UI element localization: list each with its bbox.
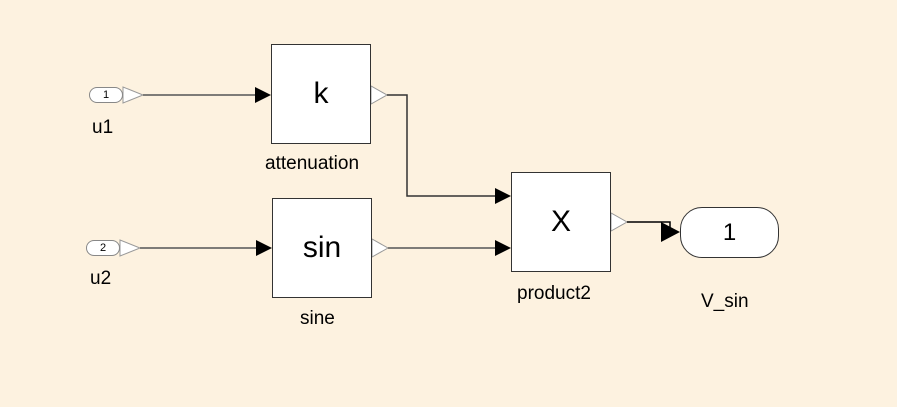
arrowhead-icon bbox=[661, 222, 680, 242]
gain-block-symbol: k bbox=[313, 77, 329, 110]
sine-block[interactable]: sin bbox=[272, 198, 372, 298]
product-block-label: product2 bbox=[517, 283, 591, 304]
inport-2[interactable]: 2 bbox=[86, 240, 120, 256]
sine-output-port-icon bbox=[371, 238, 390, 258]
arrowhead-icon bbox=[256, 240, 272, 256]
line-attenuation-product2[interactable] bbox=[387, 94, 498, 197]
inport-2-label: u2 bbox=[90, 268, 112, 289]
outport-1-number: 1 bbox=[722, 218, 737, 246]
inport-2-port-icon bbox=[119, 239, 142, 257]
inport-1-port-icon bbox=[122, 86, 145, 104]
inport-2-number: 2 bbox=[99, 242, 107, 254]
product-block-symbol: X bbox=[550, 205, 571, 238]
inport-1-label: u1 bbox=[92, 117, 114, 138]
gain-block-label: attenuation bbox=[265, 153, 360, 174]
product-block[interactable]: X bbox=[511, 172, 611, 272]
arrowhead-icon bbox=[255, 87, 271, 103]
inport-1-number: 1 bbox=[102, 89, 110, 101]
product2-output-port-icon bbox=[610, 212, 629, 232]
gain-block-attenuation[interactable]: k bbox=[271, 44, 371, 144]
attenuation-output-port-icon bbox=[370, 85, 389, 105]
sine-block-label: sine bbox=[300, 308, 335, 329]
arrowhead-icon bbox=[495, 240, 511, 256]
line-product2-vsin[interactable] bbox=[627, 221, 671, 228]
sine-block-symbol: sin bbox=[302, 231, 342, 264]
outport-1-label: V_sin bbox=[701, 291, 749, 312]
arrowhead-icon bbox=[495, 188, 511, 204]
inport-1[interactable]: 1 bbox=[89, 87, 123, 103]
outport-1[interactable]: 1 bbox=[680, 207, 779, 258]
